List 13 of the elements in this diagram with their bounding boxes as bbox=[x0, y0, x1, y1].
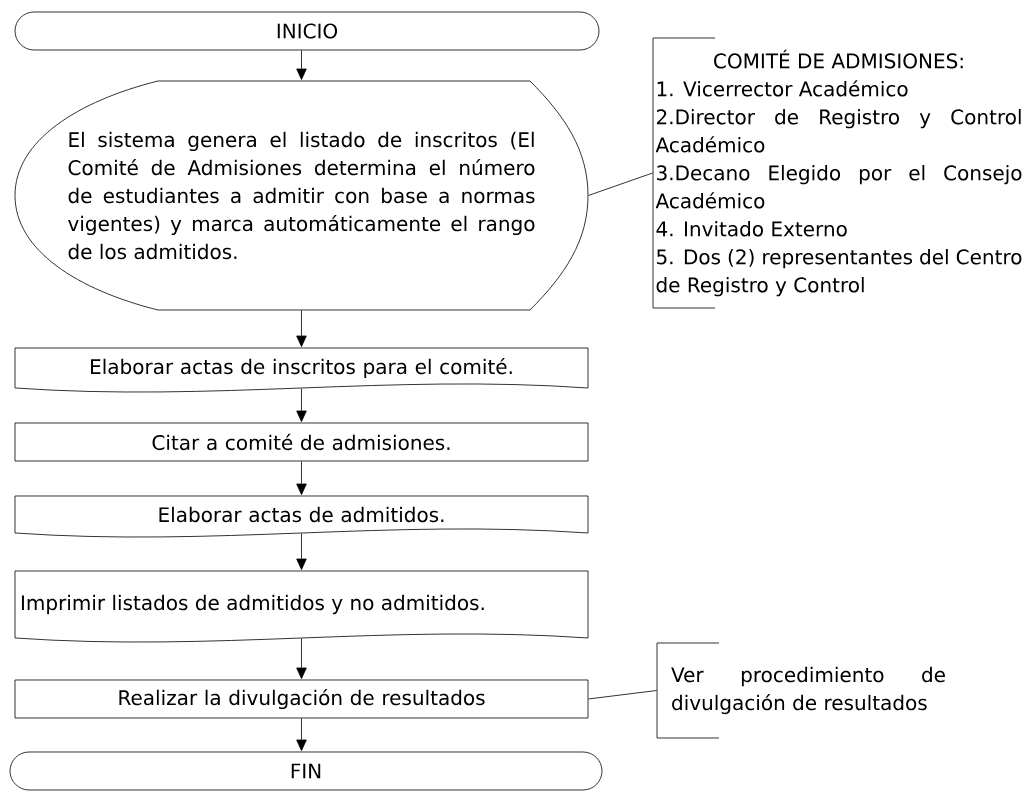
arrow bbox=[296, 388, 307, 422]
arrow bbox=[296, 461, 307, 495]
arrow bbox=[296, 533, 307, 570]
annotation-bracket: Ver procedimiento de divulgación de resultados bbox=[656, 642, 945, 739]
arrow bbox=[296, 310, 307, 347]
arrow bbox=[296, 638, 307, 679]
process-box: Citar a comité de admisiones. bbox=[14, 422, 589, 462]
arrow bbox=[296, 50, 307, 80]
process-box: Realizar la divulgación de resultados bbox=[14, 679, 589, 719]
arrow bbox=[296, 718, 307, 751]
leader-line bbox=[588, 172, 653, 196]
leader-line bbox=[588, 690, 657, 700]
annotation-bracket: COMITÉ DE ADMISIONES: 1. Vicerrector Académico 2.Director de Registro y Control Académico 3.Decano Elegido por el Consejo Académico 4. Invitado Externo 5. Dos (2) representantes del Centro de Registro y Control bbox=[652, 37, 1022, 309]
